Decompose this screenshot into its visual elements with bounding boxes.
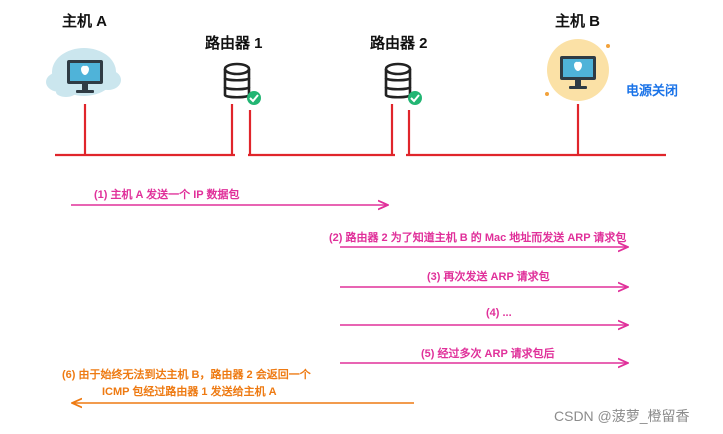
database-icon	[384, 62, 412, 99]
host-b-icon	[545, 39, 610, 101]
message-4: (4) ...	[486, 307, 512, 319]
host-b-status: 电源关闭	[626, 83, 679, 98]
message-3: (3) 再次发送 ARP 请求包	[427, 271, 550, 283]
reply-message-line-2: ICMP 包经过路由器 1 发送给主机 A	[102, 386, 277, 398]
message-2: (2) 路由器 2 为了知道主机 B 的 Mac 地址而发送 ARP 请求包	[329, 232, 627, 244]
router-1-icon	[223, 62, 261, 105]
watermark: CSDN @菠萝_橙留香	[554, 408, 690, 424]
message-1: (1) 主机 A 发送一个 IP 数据包	[94, 189, 240, 201]
reply-message-line-1: (6) 由于始终无法到达主机 B，路由器 2 会返回一个	[62, 369, 311, 381]
host-a-icon	[46, 48, 121, 97]
check-icon	[247, 91, 261, 105]
message-arrows	[71, 205, 628, 403]
check-icon	[408, 91, 422, 105]
message-5: (5) 经过多次 ARP 请求包后	[421, 348, 555, 360]
host-a-label: 主机 A	[62, 13, 108, 30]
router-2-label: 路由器 2	[370, 35, 428, 52]
computer-icon	[67, 60, 103, 93]
router-1-label: 路由器 1	[205, 35, 263, 52]
network-links	[55, 104, 666, 157]
database-icon	[223, 62, 251, 99]
computer-icon	[560, 56, 596, 89]
router-2-icon	[384, 62, 422, 105]
host-b-label: 主机 B	[555, 13, 601, 30]
